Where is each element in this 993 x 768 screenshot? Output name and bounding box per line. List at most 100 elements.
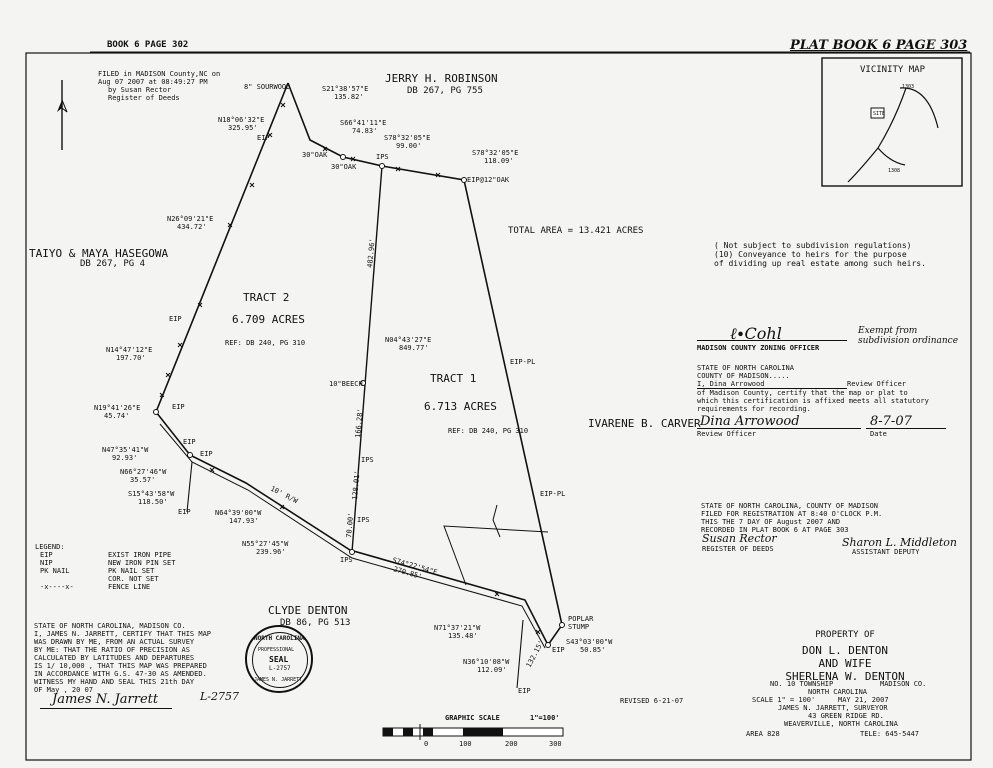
area-code: AREA 828 — [746, 730, 780, 738]
review-officer-label: Review Officer — [697, 430, 757, 438]
segment-label-70: 70.00' — [345, 512, 355, 538]
zoning-signature: ℓ∙Cohl — [730, 324, 782, 343]
legend-title: LEGEND: — [35, 543, 65, 551]
owner-and-wife: AND WIFE — [818, 657, 872, 670]
revised-date: REVISED 6-21-07 — [620, 697, 684, 705]
owner-south-name: CLYDE DENTON — [268, 604, 348, 617]
property-of: PROPERTY OF — [815, 630, 875, 640]
surveyor-address-1: 43 GREEN RIDGE RD. — [808, 712, 884, 720]
bearing-text: N18°06'32"E — [218, 116, 265, 124]
owner-1: DON L. DENTON — [801, 644, 889, 657]
corner-markers — [153, 154, 565, 648]
distance-text: 118.50' — [138, 498, 168, 506]
bearing-text: S43°03'00"W — [566, 638, 613, 646]
scale-tick-0: 0 — [424, 740, 429, 748]
exemption-line: (10) Conveyance to heirs for the purpose — [714, 250, 907, 259]
filed-line: FILED in MADISON County,NC on — [98, 70, 221, 78]
book-page-left: BOOK 6 PAGE 302 — [107, 40, 189, 50]
plat-border — [25, 52, 972, 761]
surveyor-line: WAS DRAWN BY ME, FROM AN ACTUAL SURVEY — [34, 638, 195, 646]
bearing-text: N14°47'12"E — [106, 346, 153, 354]
surveyor-name: JAMES N. JARRETT, SURVEYOR — [778, 704, 888, 712]
owner-west-ref: DB 267, PG 4 — [80, 259, 146, 269]
eip-pl-label: EIP-PL — [540, 490, 566, 498]
review-text: of Madison County, certify that the map … — [697, 389, 908, 397]
review-signature: Dina Arrowood — [700, 414, 800, 429]
vicinity-site-label: SITE — [873, 111, 886, 117]
review-date: 8-7-07 — [870, 414, 912, 429]
bearing-text: N04°43'27"E — [385, 336, 432, 344]
state: NORTH CAROLINA — [808, 688, 868, 696]
distance-text: 325.95' — [228, 124, 258, 132]
tract-dogleg — [443, 525, 549, 586]
seal-number: L-2757 — [269, 665, 291, 672]
beech-label: 10"BEECH — [329, 380, 363, 388]
plat-date: MAY 21, 2007 — [838, 696, 889, 704]
owner-east-name: IVARENE B. CARVER — [588, 417, 701, 430]
bearing-text: N55°27'45"W — [242, 540, 289, 548]
boundary-lines — [155, 82, 563, 646]
segment-label-132: 132.15' — [525, 639, 546, 669]
tract-tie-mark — [492, 504, 501, 538]
surveyor-address-2: WEAVERVILLE, NORTH CAROLINA — [784, 720, 898, 728]
filed-line: Register of Deeds — [108, 94, 180, 102]
legend-desc: PK NAIL SET — [108, 567, 155, 575]
scale-tick-100: 100 — [459, 740, 472, 748]
tract1-acres: 6.713 ACRES — [424, 400, 497, 413]
exemption-note: ( Not subject to subdivision regulations… — [714, 241, 926, 268]
distance-text: 74.83' — [352, 127, 378, 135]
distance-text: 99.00' — [396, 142, 422, 150]
graphic-scale-title: GRAPHIC SCALE — [445, 714, 500, 722]
road-row-line — [159, 423, 546, 649]
eip-label: EIP — [183, 438, 196, 446]
owner-2: SHERLENA W. DENTON — [785, 670, 905, 683]
distance-text: 239.96' — [256, 548, 286, 556]
deputy-signature: Sharon L. Middleton — [842, 536, 957, 549]
register-line: STATE OF NORTH CAROLINA, COUNTY OF MADIS… — [701, 502, 879, 510]
vicinity-road-1303: 1303 — [902, 84, 915, 90]
distance-text: 434.72' — [177, 223, 207, 231]
seal-center-text: SEAL — [269, 655, 289, 664]
title-block: PROPERTY OF DON L. DENTON AND WIFE SHERL… — [740, 630, 950, 683]
register-signature: Susan Rector — [702, 532, 777, 545]
telephone: TELE: 645-5447 — [860, 730, 920, 738]
legend-symbol: PK NAIL — [40, 567, 70, 575]
distance-text: 135.48' — [448, 632, 478, 640]
ips-label: IPS — [376, 153, 389, 161]
register-certificate: STATE OF NORTH CAROLINA, COUNTY OF MADIS… — [701, 502, 882, 534]
ips-label: IPS — [340, 556, 353, 564]
distance-text: 135.82' — [334, 93, 364, 101]
bearing-text: N47°35'41"W — [102, 446, 149, 454]
distance-text: 45.74' — [104, 412, 130, 420]
bearing-text: S15°43'58"W — [128, 490, 175, 498]
eip-label: EIP — [200, 450, 213, 458]
review-text: requirements for recording. — [697, 405, 811, 413]
township: NO. 10 TOWNSHIP — [770, 680, 834, 688]
poplar-stump-label: POPLAR STUMP — [568, 615, 594, 631]
legend-desc: FENCE LINE — [108, 583, 151, 591]
review-county: COUNTY OF MADISON..... — [697, 372, 790, 380]
deputy-label: ASSISTANT DEPUTY — [852, 548, 920, 556]
plat-scale: SCALE 1" = 100' — [752, 696, 816, 704]
distance-text: 849.77' — [399, 344, 429, 352]
register-label: REGISTER OF DEEDS — [702, 545, 774, 553]
surveyor-line: I, JAMES N. JARRETT, CERTIFY THAT THIS M… — [34, 630, 212, 638]
eip-pl-label: EIP-PL — [510, 358, 536, 366]
bearing-text: N71°37'21"W — [434, 624, 481, 632]
owner-north-name: JERRY H. ROBINSON — [385, 72, 498, 85]
eip-label: EIP — [552, 646, 565, 654]
eip-oak-label: EIP@12"OAK — [467, 176, 510, 184]
legend-desc: NEW IRON PIN SET — [108, 559, 176, 567]
tract2-ref: REF: DB 240, PG 310 — [225, 339, 306, 347]
seal-side-text: PROFESSIONAL — [258, 647, 295, 653]
filed-line: Aug 07 2007 at 08:49:27 PM — [98, 78, 208, 86]
eip-label: EIP — [257, 134, 270, 142]
